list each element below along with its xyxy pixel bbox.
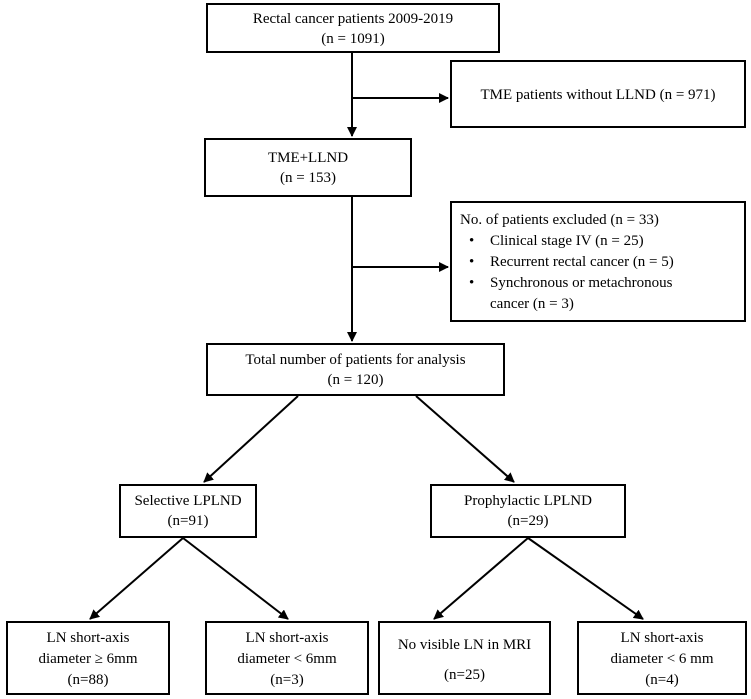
box-title: LN short-axis xyxy=(46,630,130,646)
box-count: (n=4) xyxy=(645,672,679,688)
box-title: LN short-axis xyxy=(245,630,329,646)
box-title: TME+LLND xyxy=(267,150,349,166)
bullet-icon: • xyxy=(469,233,475,249)
excluded-item-label: cancer (n = 3) xyxy=(490,296,574,312)
box-patients-excluded: No. of patients excluded (n = 33) • Clin… xyxy=(450,201,746,322)
arrow-prophylactic-to-novis xyxy=(433,537,529,620)
box-selective-lplnd: Selective LPLND (n=91) xyxy=(119,484,257,538)
box-prophylactic-lplnd: Prophylactic LPLND (n=29) xyxy=(430,484,626,538)
excluded-item-stage-iv: • Clinical stage IV (n = 25) xyxy=(460,231,744,252)
bullet-icon: • xyxy=(469,275,475,291)
box-rectal-cancer-patients: Rectal cancer patients 2009-2019 (n = 10… xyxy=(206,3,500,53)
box-subtitle: diameter ≥ 6mm xyxy=(38,651,138,667)
box-no-visible-ln: No visible LN in MRI (n=25) xyxy=(378,621,551,695)
box-count: (n = 120) xyxy=(327,372,384,388)
arrow-selective-to-ge6 xyxy=(89,537,184,620)
box-title: Prophylactic LPLND xyxy=(464,493,592,509)
box-subtitle: diameter < 6mm xyxy=(237,651,337,667)
box-count: (n=3) xyxy=(270,672,304,688)
box-count: (n=25) xyxy=(444,667,485,683)
excluded-item-label: Synchronous or metachronous xyxy=(490,275,673,291)
excluded-item-recurrent: • Recurrent rectal cancer (n = 5) xyxy=(460,252,744,273)
box-title: Rectal cancer patients 2009-2019 xyxy=(252,11,454,27)
box-count: (n=91) xyxy=(167,513,209,529)
box-ln-diameter-ge-6mm: LN short-axis diameter ≥ 6mm (n=88) xyxy=(6,621,170,695)
excluded-reasons-list: • Clinical stage IV (n = 25) • Recurrent… xyxy=(460,231,744,315)
excluded-title: No. of patients excluded (n = 33) xyxy=(460,212,659,228)
box-count: (n=29) xyxy=(507,513,549,529)
excluded-item-synchronous-cont: cancer (n = 3) xyxy=(460,294,744,315)
excluded-item-synchronous: • Synchronous or metachronous xyxy=(460,273,744,294)
box-count: (n = 153) xyxy=(280,170,336,186)
bullet-icon: • xyxy=(469,254,475,270)
arrow-selective-to-lt6 xyxy=(182,537,289,620)
arrow-total-to-selective xyxy=(203,395,299,483)
box-prophylactic-ln-lt-6mm: LN short-axis diameter < 6 mm (n=4) xyxy=(577,621,747,695)
box-count: (n=88) xyxy=(67,672,109,688)
box-total-patients: Total number of patients for analysis (n… xyxy=(206,343,505,396)
box-ln-diameter-lt-6mm: LN short-axis diameter < 6mm (n=3) xyxy=(205,621,369,695)
box-count: (n = 1091) xyxy=(321,31,385,47)
box-title: Selective LPLND xyxy=(134,493,242,509)
arrow-prophylactic-to-lt6 xyxy=(527,537,644,620)
box-title: No visible LN in MRI xyxy=(397,637,532,653)
box-tme-llnd: TME+LLND (n = 153) xyxy=(204,138,412,197)
box-title: TME patients without LLND (n = 971) xyxy=(480,87,716,103)
box-tme-without-llnd: TME patients without LLND (n = 971) xyxy=(450,60,746,128)
box-title: Total number of patients for analysis xyxy=(245,352,466,368)
excluded-item-label: Clinical stage IV (n = 25) xyxy=(490,233,644,249)
box-subtitle: diameter < 6 mm xyxy=(610,651,714,667)
excluded-item-label: Recurrent rectal cancer (n = 5) xyxy=(490,254,674,270)
box-title: LN short-axis xyxy=(620,630,704,646)
arrow-total-to-prophylactic xyxy=(415,395,515,483)
